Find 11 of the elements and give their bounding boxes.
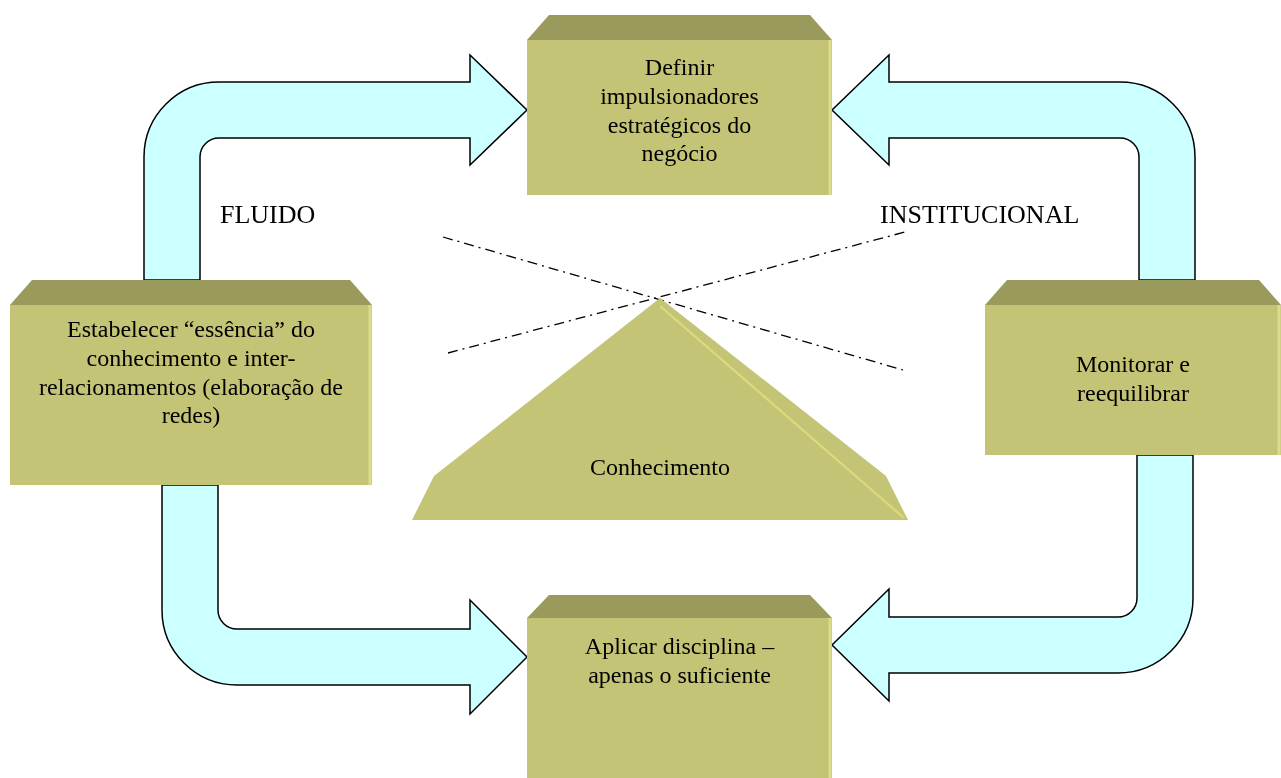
box-label: Estabelecer “essência” do conhecimento e inter-relacionamentos (elaboração de redes) <box>38 315 344 431</box>
region-label: INSTITUCIONAL <box>880 200 1080 230</box>
block-arrow <box>161 484 528 715</box>
box-label: Definir impulsionadores estratégicos do negócio <box>599 53 760 169</box>
block-arrow <box>143 54 528 281</box>
box-label: Monitorar e reequilibrar <box>1075 350 1191 408</box>
region-label: FLUIDO <box>220 200 316 230</box>
block-arrow <box>831 454 1194 702</box>
box-label: Conhecimento <box>589 453 731 482</box>
box-label: Aplicar disciplina – apenas o suficiente <box>583 632 776 690</box>
block-arrow <box>831 54 1196 281</box>
